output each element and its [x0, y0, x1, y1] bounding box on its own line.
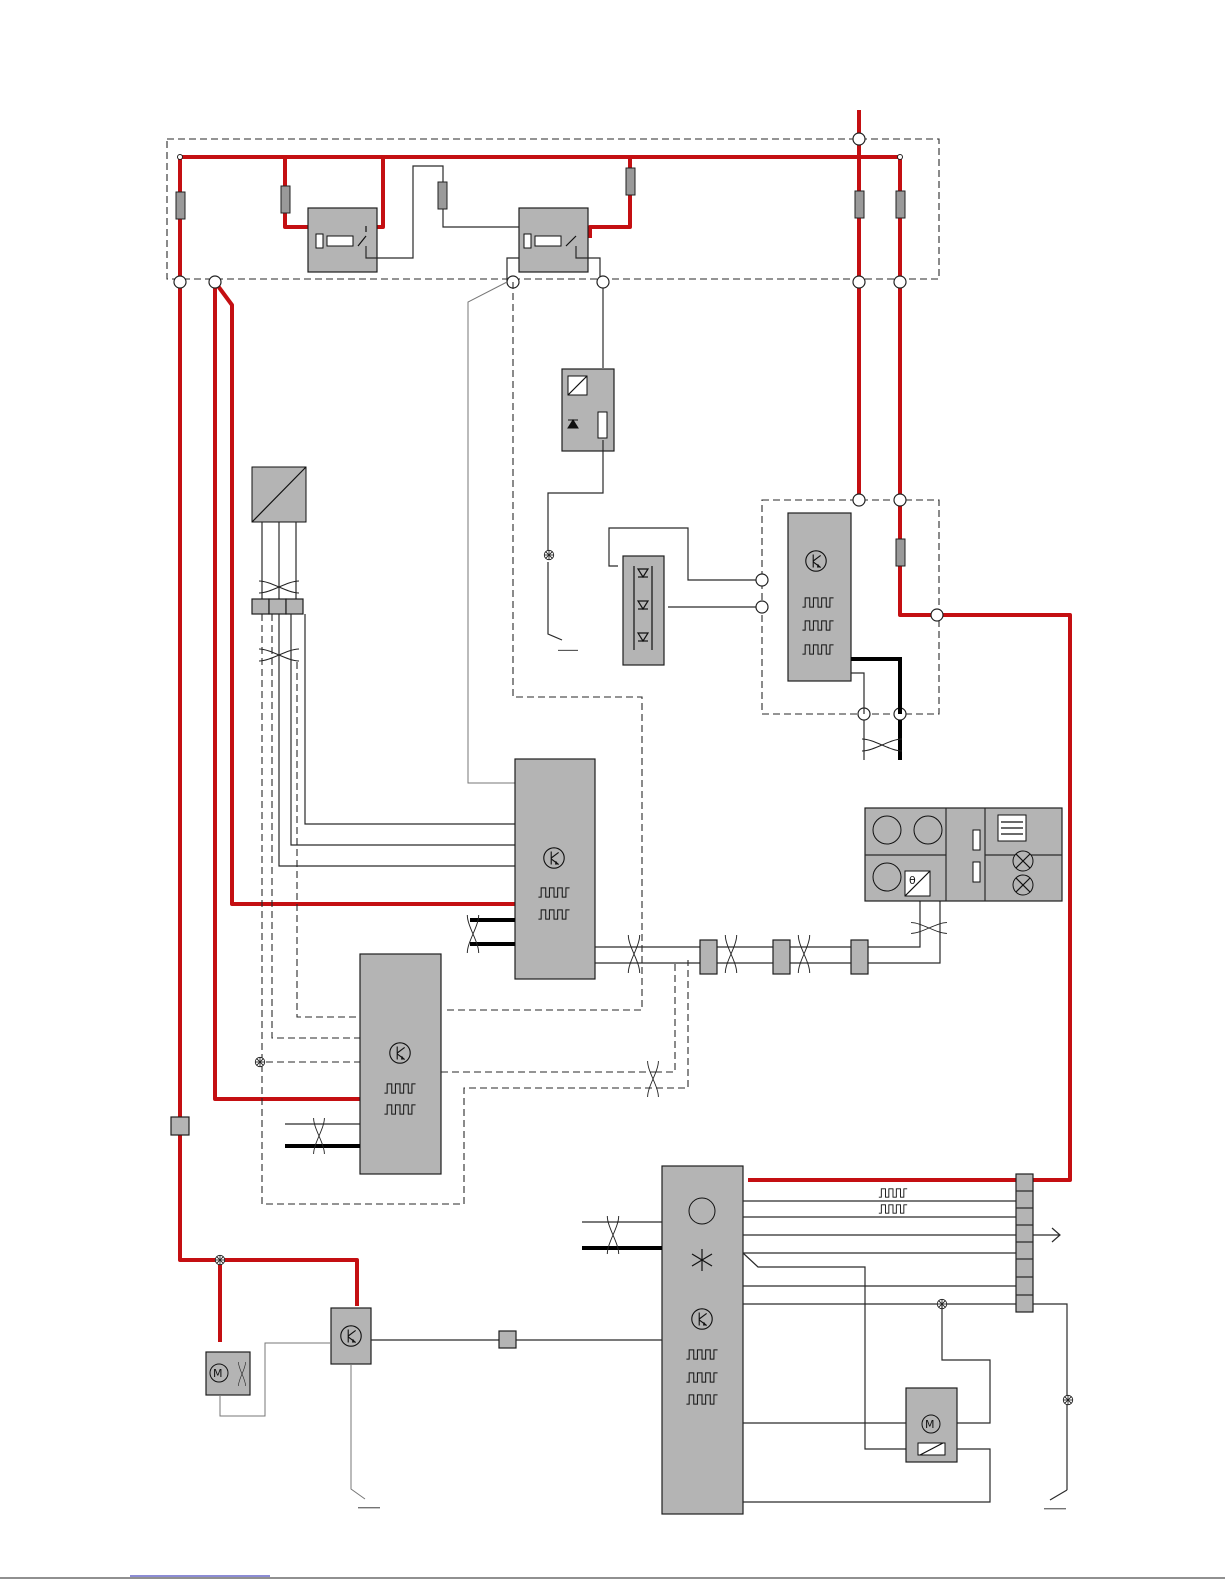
svg-text:M: M — [925, 1418, 935, 1431]
fuse-7 — [896, 539, 905, 566]
control-module-center — [467, 759, 700, 979]
led-panel — [609, 528, 762, 665]
fuse-4 — [626, 168, 635, 195]
connector-row — [700, 900, 947, 974]
power-wiring — [180, 110, 1070, 1342]
thermo-label: θ — [909, 874, 916, 887]
fuse-5 — [855, 191, 864, 218]
svg-text:M: M — [213, 1367, 223, 1380]
fan-control-module — [220, 1308, 662, 1508]
relay-2 — [519, 208, 588, 272]
inline-connector-left — [171, 1117, 189, 1135]
diode-sensor — [544, 288, 614, 650]
fuse-6 — [896, 191, 905, 218]
fuse-3 — [438, 182, 447, 209]
climate-panel: θ — [865, 808, 1062, 901]
control-module-right — [756, 494, 943, 760]
relay-1 — [308, 208, 377, 272]
fuse-2 — [281, 186, 290, 213]
fan-motor: M — [206, 1352, 250, 1395]
control-module-left — [255, 954, 675, 1174]
actuator-motor: M — [743, 1388, 990, 1502]
fuse-1 — [176, 192, 185, 219]
